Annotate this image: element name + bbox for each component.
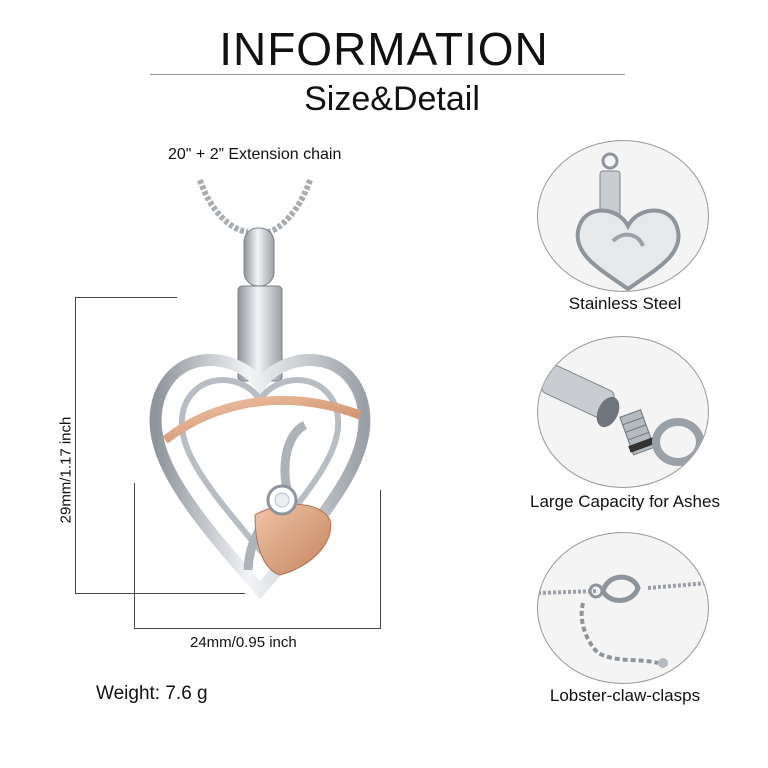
stainless-steel-circle [537, 140, 709, 292]
title-divider [150, 74, 625, 75]
chain-length-label: 20" + 2” Extension chain [168, 146, 342, 163]
feature-label-capacity: Large Capacity for Ashes [530, 492, 720, 511]
page-title: INFORMATION [219, 23, 549, 75]
feature-label-clasp: Lobster-claw-clasps [549, 686, 701, 705]
height-dimension-line [75, 297, 76, 593]
lobster-clasp-icon [538, 574, 708, 668]
feature-label-stainless-steel: Stainless Steel [568, 294, 682, 313]
width-dimension-right [380, 490, 381, 628]
heart-urn-pendant-image [149, 179, 371, 600]
capacity-circle [537, 336, 709, 488]
width-dimension-line [134, 628, 381, 629]
height-dimension-bottom [75, 593, 245, 594]
width-dimension-left [134, 483, 135, 628]
screw-cap-icon [541, 365, 704, 466]
weight-label: Weight: 7.6 g [96, 683, 208, 704]
height-dimension-top [75, 297, 177, 298]
heart-pendant-closeup-icon [575, 152, 681, 291]
width-label: 24mm/0.95 inch [190, 634, 297, 651]
page-subtitle: Size&Detail [304, 80, 480, 118]
clasp-circle [537, 532, 709, 684]
